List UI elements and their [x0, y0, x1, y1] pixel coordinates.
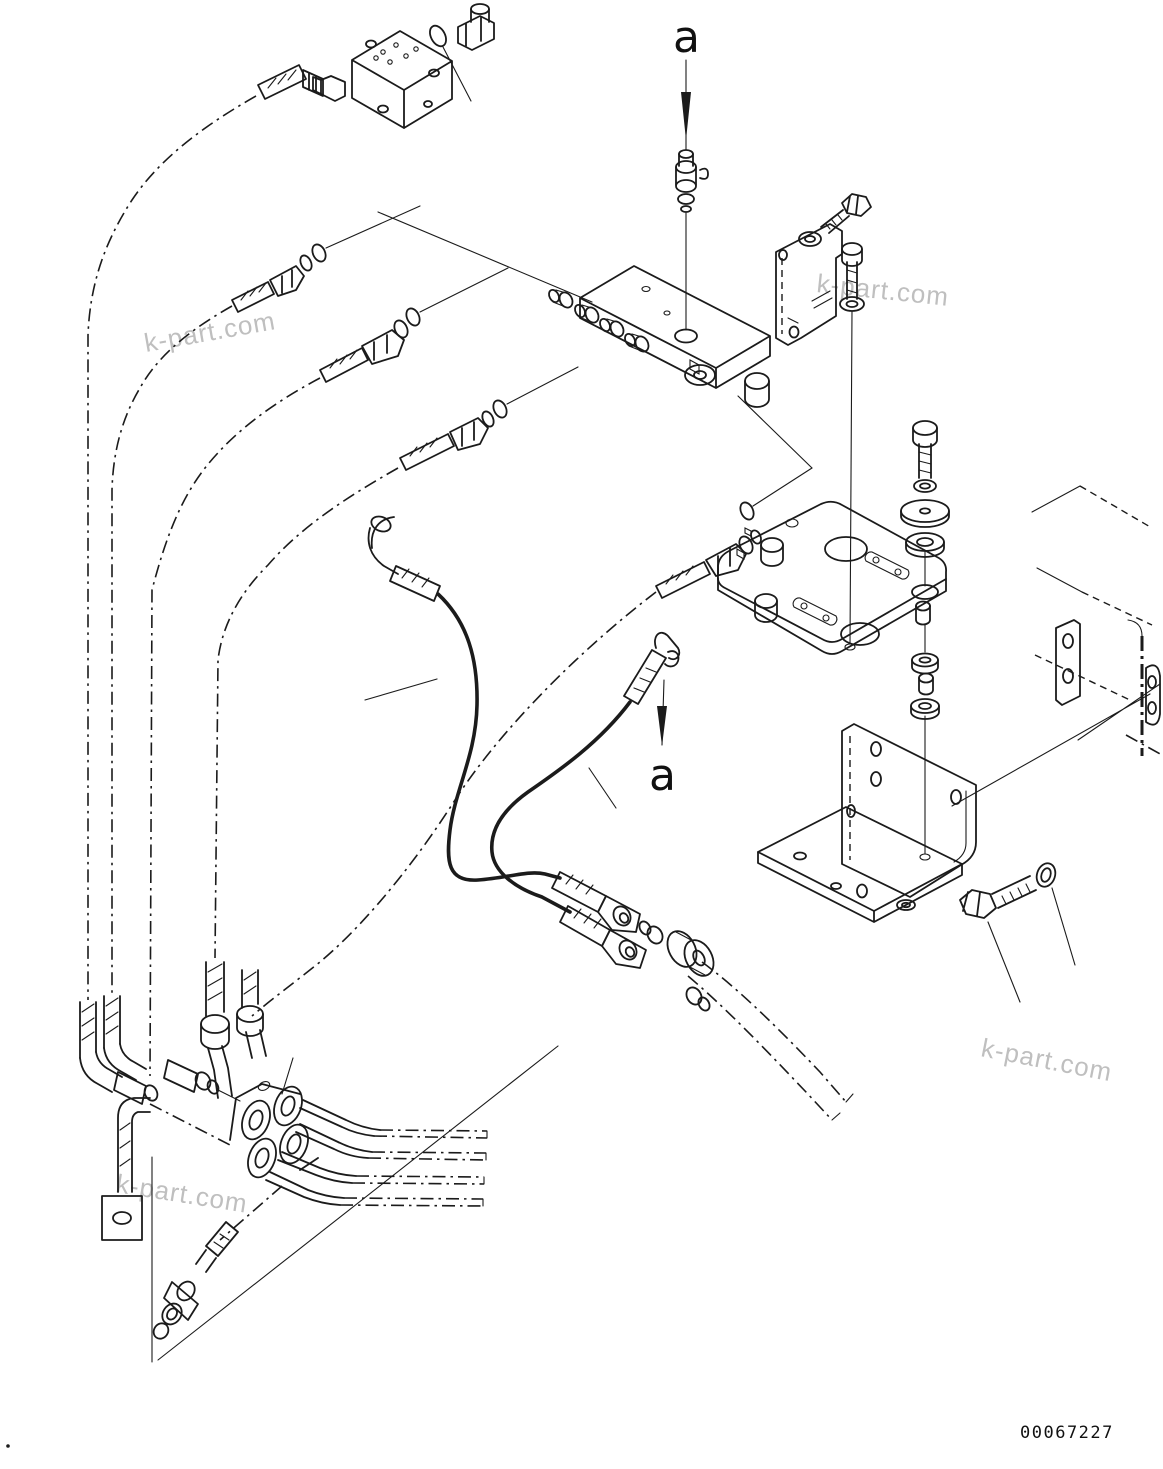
view-arrow-a-mid: a — [649, 679, 676, 801]
hose-fitting-3 — [399, 366, 579, 471]
o-ring — [739, 501, 755, 521]
hose-assembly-2: a — [489, 631, 681, 969]
mounting-bracket — [775, 193, 872, 651]
washer — [798, 231, 822, 247]
elbow-flange — [101, 1097, 233, 1241]
port-fitting — [312, 75, 346, 102]
bolt — [841, 242, 863, 300]
cushion-plate-assembly — [716, 420, 950, 861]
grommet — [666, 930, 698, 968]
o-ring — [405, 307, 421, 327]
hose-run-1 — [87, 95, 257, 1000]
washer — [911, 652, 939, 668]
o-ring — [429, 24, 447, 48]
hose-tail — [701, 961, 847, 1103]
manifold-port — [674, 328, 698, 344]
pipe-clamp — [229, 1081, 319, 1179]
pipes-right — [265, 1099, 488, 1207]
view-arrow-a-top: a — [673, 12, 709, 331]
air-fitting — [675, 149, 709, 213]
washer — [910, 698, 940, 714]
cushion-mount — [911, 584, 939, 600]
diagonal-hose — [152, 1185, 283, 1340]
watermark-text: k-part.com — [114, 1168, 250, 1218]
view-label-a: a — [673, 12, 700, 63]
elbow-fitting-top — [457, 3, 495, 51]
hose-fitting-2 — [319, 267, 509, 383]
watermark-text: k-part.com — [979, 1032, 1115, 1087]
grommet-twin-hoses — [638, 920, 854, 1121]
hose-tail — [687, 975, 833, 1121]
valve-block-assembly — [257, 24, 472, 129]
hose-assembly-1 — [364, 515, 641, 933]
stray-mark — [6, 1444, 10, 1448]
bolt-washer-stack — [900, 420, 950, 861]
manifold-block — [377, 211, 813, 469]
washer — [905, 532, 945, 552]
washer — [913, 479, 937, 493]
hose-curve — [436, 592, 562, 882]
washer — [1035, 862, 1057, 888]
hose-sleeve — [257, 64, 307, 100]
washer — [896, 899, 916, 911]
hose-run-4 — [214, 467, 399, 959]
hose-fitting-1 — [231, 205, 421, 313]
slotted-hole — [864, 551, 910, 580]
watermark-group: k-part.com k-part.com k-part.com k-part.… — [114, 268, 1115, 1219]
hose-curve — [489, 700, 632, 914]
o-ring — [492, 399, 508, 419]
hose-run-5 — [251, 591, 657, 1017]
l-bracket — [757, 723, 977, 923]
slotted-hole — [792, 597, 838, 626]
arrow-head — [657, 706, 667, 746]
watermark-text: k-part.com — [142, 305, 278, 358]
plate-washer — [900, 499, 950, 523]
part-number: 00067227 — [1020, 1423, 1114, 1443]
hose-run-2 — [111, 305, 233, 996]
bolt — [820, 193, 872, 234]
hose-end-fittings — [231, 205, 813, 599]
pipe-cluster — [79, 961, 559, 1363]
hose-fitting-4 — [655, 467, 813, 599]
arrow-head — [681, 92, 691, 140]
bolt-washer-lower-right — [959, 862, 1076, 1003]
view-label-a: a — [649, 750, 676, 801]
hydraulic-hoses-hidden — [87, 95, 657, 1077]
manifold-fittings — [548, 288, 650, 353]
hose-run-3 — [149, 377, 321, 1077]
o-ring — [311, 243, 327, 263]
chassis-fragments — [951, 485, 1163, 807]
bolt-head — [959, 889, 997, 919]
